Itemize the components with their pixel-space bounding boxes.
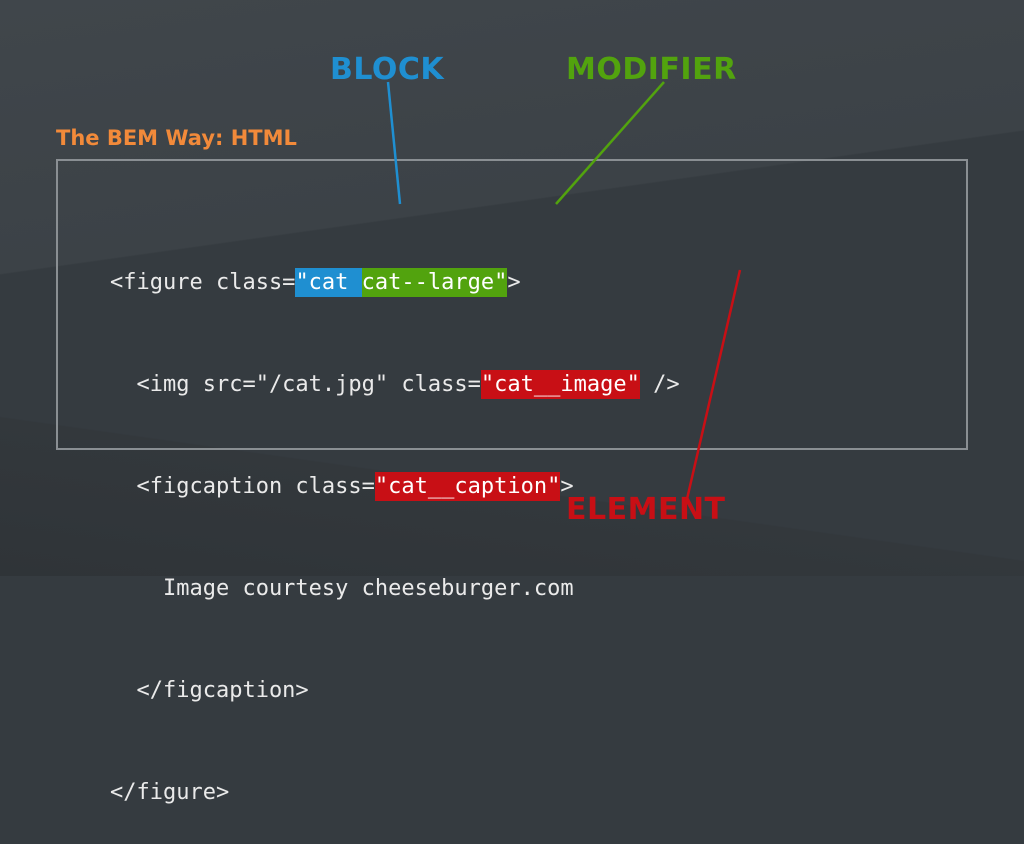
modifier-label: MODIFIER: [566, 52, 737, 87]
code-line-2-post: />: [639, 372, 680, 397]
code-block: <figure class="cat cat--large"> <img src…: [110, 198, 680, 844]
block-label: BLOCK: [330, 52, 445, 87]
code-line-1-pre: <figure class=: [110, 270, 296, 295]
code-line-1-post: >: [507, 270, 521, 295]
code-line-4: Image courtesy cheeseburger.com: [110, 576, 574, 601]
element-highlight-caption: "cat__caption": [374, 472, 561, 501]
code-line-5: </figcaption>: [110, 678, 309, 703]
code-line-2-pre: <img src="/cat.jpg" class=: [110, 372, 481, 397]
block-highlight: "cat: [295, 268, 362, 297]
modifier-highlight: cat--large": [361, 268, 508, 297]
slide-subtitle: The BEM Way: HTML: [56, 126, 297, 150]
element-highlight-image: "cat__image": [480, 370, 640, 399]
code-line-2: <img src="/cat.jpg" class="cat__image" /…: [110, 368, 680, 402]
code-line-6: </figure>: [110, 780, 230, 805]
code-line-1: <figure class="cat cat--large">: [110, 266, 680, 300]
code-box: [56, 159, 968, 450]
code-line-3-post: >: [560, 474, 574, 499]
code-line-3-pre: <figcaption class=: [110, 474, 375, 499]
code-line-3: <figcaption class="cat__caption">: [110, 470, 680, 504]
